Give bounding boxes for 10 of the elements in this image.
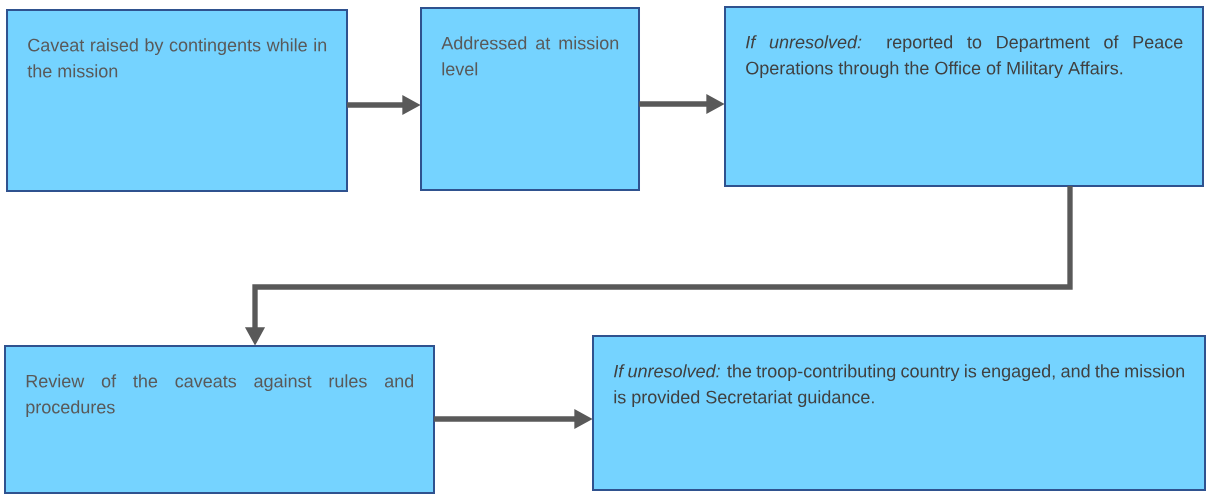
box-text: Review of the caveats against rules and procedures	[26, 374, 414, 418]
process-box	[420, 7, 640, 191]
box-text: Addressed at mission level	[441, 36, 619, 76]
box-text: Caveat raised by contingents while in the mission	[27, 38, 327, 78]
process-box	[592, 335, 1206, 491]
process-box	[724, 6, 1204, 187]
process-box	[6, 9, 348, 192]
box-text: If unresolved: the troop-contributing country is engaged, and the mission is provided Secretariat guidance.	[614, 364, 1184, 408]
process-box	[4, 345, 435, 494]
box-text: If unresolved: reported to Department of Peace Operations through the Office of Military Affairs.	[746, 35, 1183, 79]
